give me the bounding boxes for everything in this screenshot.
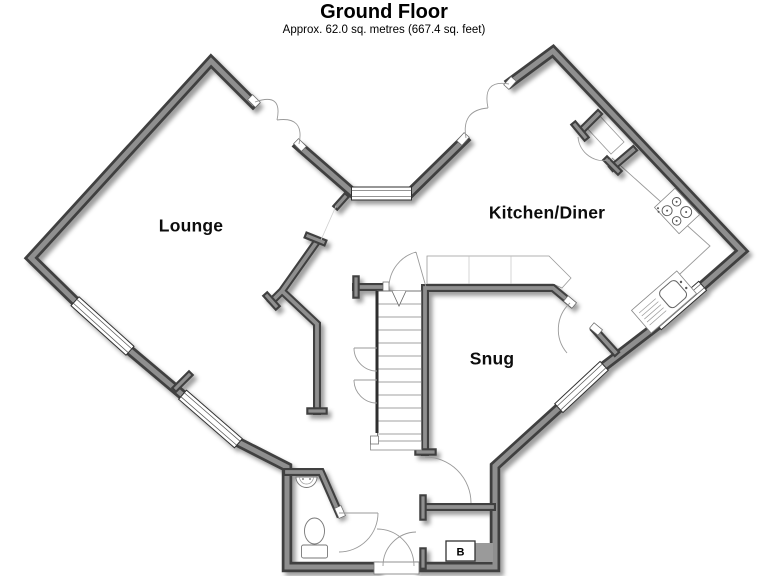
page-title: Ground Floor [320,1,448,23]
hob [653,187,701,235]
door-jamb [456,132,470,146]
sink-unit [630,270,698,334]
sink-tap [685,286,688,290]
wc-toilet [301,517,328,559]
window [351,186,412,201]
staircase [370,290,422,451]
wc-door-swing [338,512,379,553]
kitchen-french-doors-swing [464,82,510,139]
sink-bowl [659,280,688,309]
stair-direction-notch [391,290,407,307]
door-jamb [334,505,346,519]
door-jambs [247,76,603,519]
boiler-unit-block [475,543,493,562]
door-jamb [589,322,603,336]
kitchen-units [426,255,572,289]
door-jamb [293,138,307,152]
lounge-french-doors-swing [254,98,301,145]
stair-bottom-tread [370,440,422,451]
room-label-kitchen-diner: Kitchen/Diner [488,202,606,223]
window [554,360,609,414]
hall-snug-door-swing [424,456,472,504]
door-jamb [247,94,261,108]
wc-basin [295,476,318,488]
drainer-lines [638,298,667,326]
opening-divider-line [320,205,337,241]
recess-door-swing [577,136,611,162]
hob-knob [656,207,659,210]
room-label-lounge: Lounge [158,215,224,236]
understair-cupboard-door-swing [353,379,378,404]
window [70,296,135,356]
room-label-snug: Snug [469,348,515,369]
entrance-doors-swing [376,528,417,567]
understair-cupboard-door-swing [353,347,378,372]
window [177,389,244,449]
boiler-cupboard [445,540,476,562]
boiler-label: B [457,547,465,559]
kitchen-fittings-under [426,113,711,301]
hob-knob [657,210,660,213]
snug-door-swing [557,302,571,354]
worktop-edge [611,157,711,301]
newel-post [370,435,379,445]
sink-tap [679,280,683,284]
door-jamb [382,281,390,292]
kitchen-hall-door-swing [388,251,427,288]
door-swings [254,82,611,567]
door-jamb [503,76,517,90]
entrance-threshold [373,561,420,575]
page-subtitle: Approx. 62.0 sq. metres (667.4 sq. feet) [282,24,486,36]
